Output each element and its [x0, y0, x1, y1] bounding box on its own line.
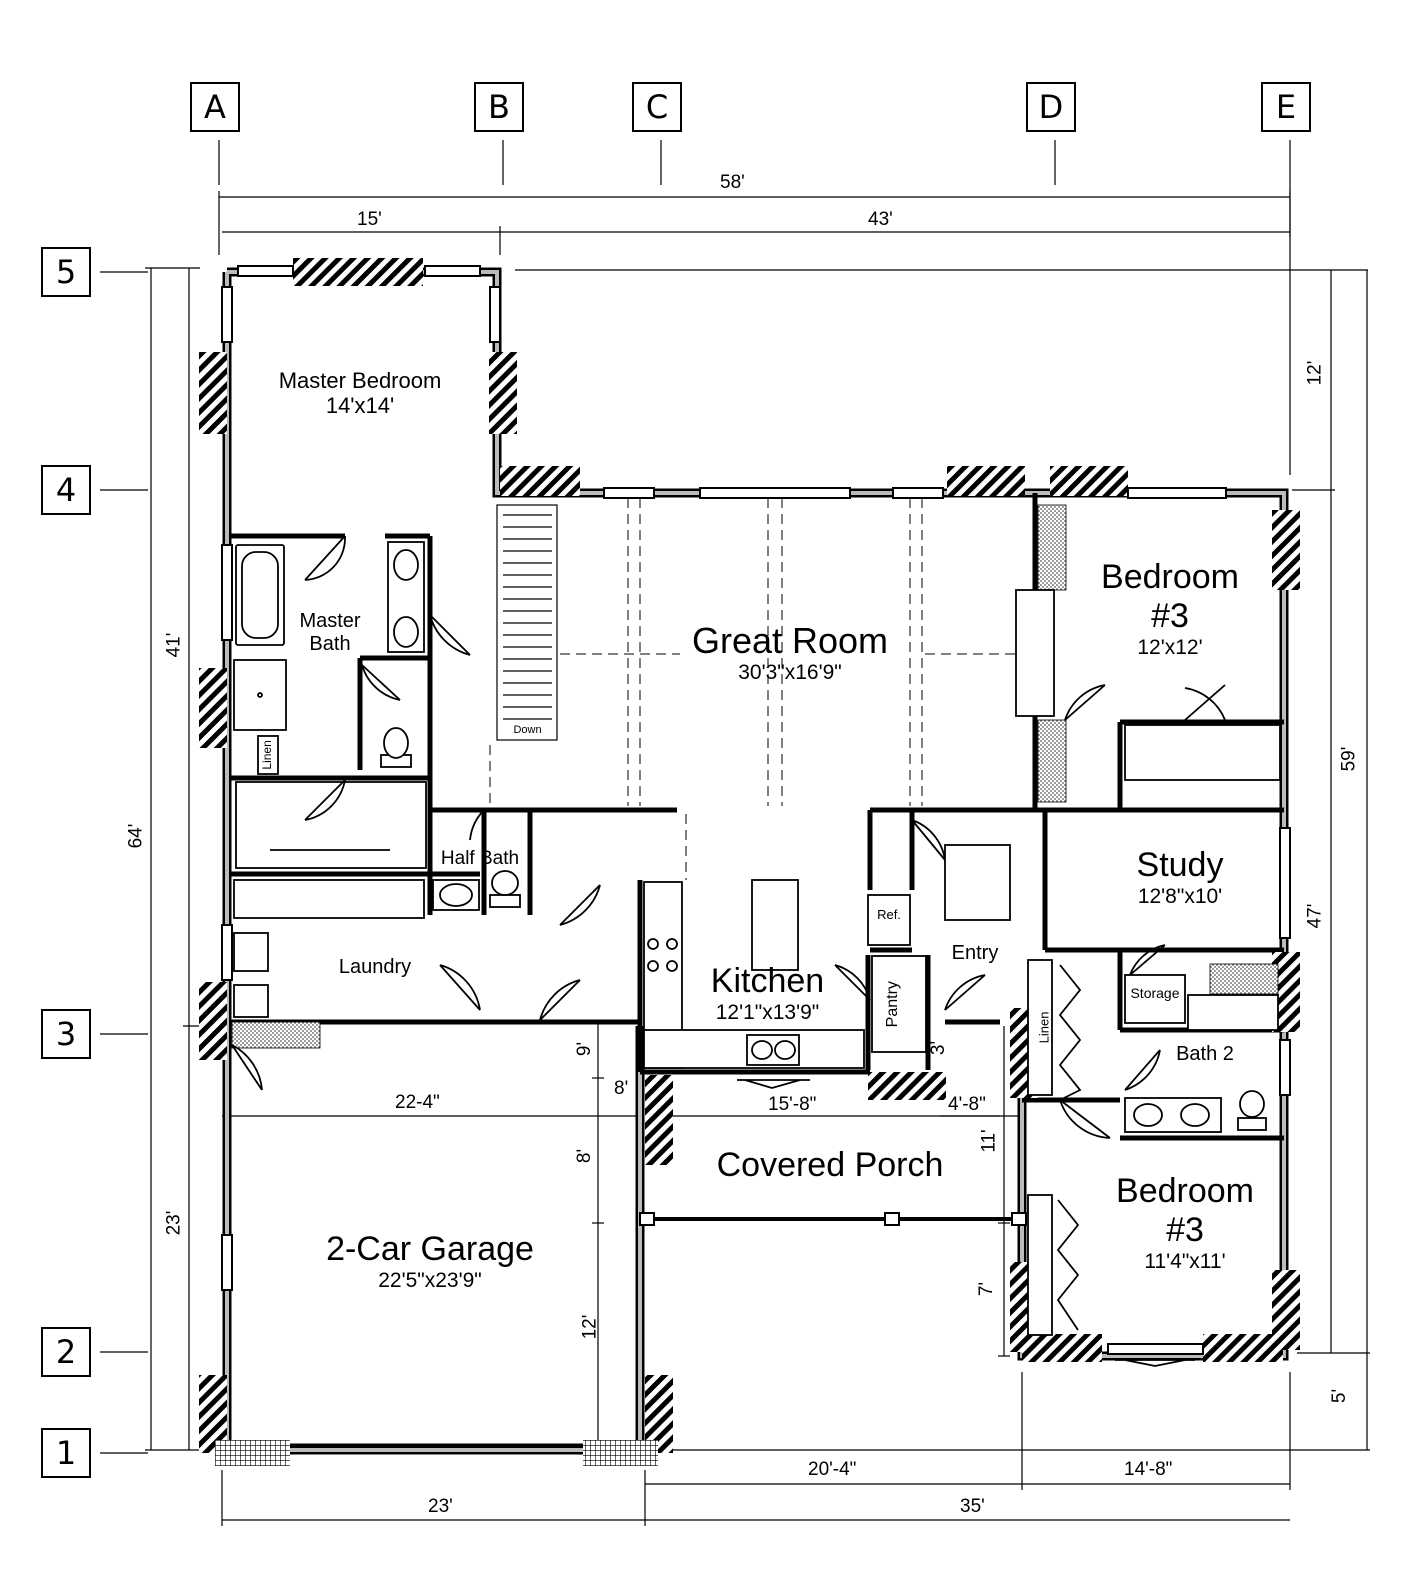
room-name-line1: Bedroom: [1101, 558, 1239, 596]
dim-bottom-right: 35': [960, 1496, 985, 1517]
windows: [221, 265, 1291, 1355]
label-linen-hall: Linen: [1036, 1011, 1052, 1044]
room-name-line2: #3: [1166, 1211, 1204, 1250]
room-name: Study: [1136, 846, 1224, 884]
dim-left-total: 64': [125, 823, 147, 849]
dim-right-bottom: 5': [1329, 1388, 1351, 1404]
grid-row-5: 5: [41, 247, 91, 297]
room-bedroom-lower: Bedroom #3 11'4"x11': [1095, 1172, 1275, 1274]
room-name: 2-Car Garage: [326, 1230, 534, 1268]
dim-left-lower: 23': [163, 1210, 185, 1236]
dim-bottom-left: 23': [428, 1496, 453, 1517]
room-name-line1: Master: [299, 610, 361, 632]
grid-col-c: C: [632, 82, 682, 132]
grid-row-1: 1: [41, 1428, 91, 1478]
dim-3: 3': [928, 1040, 950, 1056]
dim-top-right: 43': [868, 209, 893, 230]
room-size: 14'x14': [325, 393, 395, 419]
room-garage: 2-Car Garage 22'5"x23'9": [300, 1230, 560, 1293]
room-name: Great Room: [691, 620, 889, 661]
dim-left-upper: 41': [163, 632, 185, 658]
room-entry: Entry: [951, 942, 999, 964]
room-covered-porch: Covered Porch: [716, 1146, 944, 1184]
dim-9: 9': [574, 1041, 596, 1057]
dim-8a: 8': [614, 1078, 629, 1099]
room-name: Kitchen: [710, 962, 825, 1000]
beam-lines: [489, 498, 1015, 880]
room-pantry: Pantry: [883, 981, 901, 1028]
room-bath-2: Bath 2: [1176, 1043, 1234, 1065]
dim-top-total: 58': [720, 172, 745, 193]
dim-porch-width: 15'-8": [768, 1094, 817, 1115]
room-size: 12'8"x10': [1137, 885, 1223, 909]
dim-entry-width: 4'-8": [948, 1094, 986, 1115]
porch-beam: [639, 1212, 1027, 1226]
room-size: 30'3"x16'9": [738, 661, 842, 685]
room-name-line2: #3: [1151, 597, 1189, 636]
tile-areas: [231, 504, 1279, 1049]
label-ref: Ref.: [877, 907, 901, 922]
room-size: 22'5"x23'9": [378, 1269, 482, 1293]
room-study: Study 12'8"x10': [1095, 846, 1265, 909]
dim-right-top: 12': [1304, 360, 1326, 386]
door-swings: [231, 535, 1226, 1367]
dimension-lines: [145, 191, 1370, 1526]
room-name: Master Bedroom: [278, 368, 442, 393]
room-storage: Storage: [1130, 985, 1180, 1001]
dim-garage-width: 22-4": [395, 1092, 440, 1113]
room-bedroom-upper: Bedroom #3 12'x12': [1085, 558, 1255, 660]
grid-col-a: A: [190, 82, 240, 132]
grid-row-3: 3: [41, 1009, 91, 1059]
room-size: 11'4"x11': [1144, 1250, 1226, 1274]
label-stairs-down: Down: [513, 724, 542, 736]
grid-col-e: E: [1261, 82, 1311, 132]
grid-col-b: B: [474, 82, 524, 132]
dim-bottom-porch: 20'-4": [808, 1459, 857, 1480]
room-name-line2: Bath: [309, 633, 351, 655]
dim-8b: 8': [574, 1148, 596, 1164]
room-laundry: Laundry: [338, 956, 412, 978]
grid-row-2: 2: [41, 1327, 91, 1377]
stairs: [496, 504, 558, 741]
dim-right-mid: 59': [1338, 746, 1360, 772]
dim-11: 11': [978, 1129, 1000, 1153]
dim-bottom-bed: 14'-8": [1124, 1459, 1173, 1480]
garage-door-posts: [215, 1440, 658, 1466]
dim-7: 7': [976, 1281, 998, 1297]
room-master-bath: Master Bath: [285, 610, 375, 656]
grid-row-4: 4: [41, 465, 91, 515]
room-kitchen: Kitchen 12'1"x13'9": [690, 962, 845, 1025]
dim-12: 12': [579, 1314, 601, 1340]
room-half-bath: Half Bath: [440, 848, 520, 869]
fixtures: [233, 541, 1281, 1336]
room-size: 12'x12': [1137, 636, 1203, 660]
grid-col-d: D: [1026, 82, 1076, 132]
room-size: 12'1"x13'9": [715, 1001, 820, 1025]
dim-right-inner: 47': [1304, 903, 1326, 929]
label-linen-master: Linen: [260, 740, 275, 770]
room-great-room: Great Room 30'3"x16'9": [660, 620, 920, 686]
room-master-bedroom: Master Bedroom 14'x14': [245, 368, 475, 419]
room-name-line1: Bedroom: [1116, 1172, 1254, 1210]
dim-top-left: 15': [357, 209, 382, 230]
